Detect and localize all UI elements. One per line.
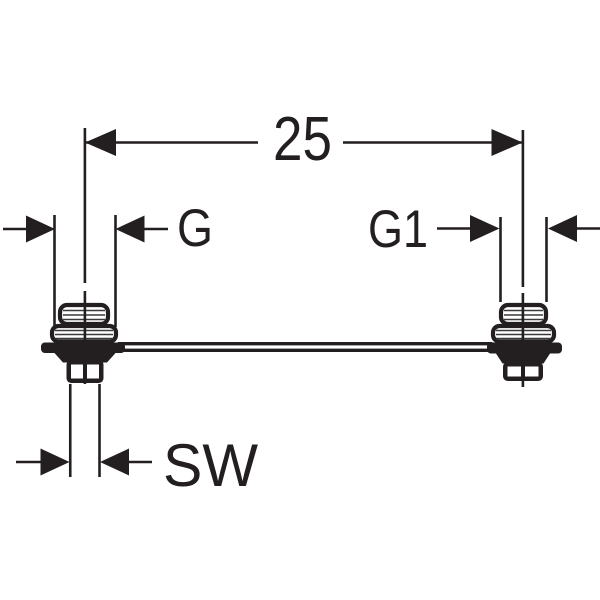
arrow-right-icon: [491, 129, 523, 156]
arrow-right-icon: [470, 215, 500, 242]
right-fitting: [487, 302, 562, 381]
right-flange: [487, 342, 562, 354]
left-flange: [41, 342, 125, 353]
dim-g1-label: G1: [368, 200, 428, 259]
arrow-left-icon: [548, 215, 577, 242]
dimension-thread-g1: G1: [368, 200, 600, 302]
arrow-right-icon: [26, 215, 55, 243]
dimension-wrench-size: SW: [16, 384, 258, 499]
connecting-bar: [117, 342, 493, 353]
dim-25-label: 25: [273, 105, 332, 174]
dimension-center-distance: 25: [85, 105, 523, 174]
center-lines: [83, 128, 525, 387]
arrow-left-icon: [100, 448, 129, 476]
arrow-left-icon: [85, 129, 116, 156]
arrow-left-icon: [115, 215, 145, 243]
dim-sw-label: SW: [163, 432, 258, 499]
dim-g-label: G: [177, 199, 213, 258]
dimension-thread-g: G: [3, 199, 213, 327]
arrow-right-icon: [40, 448, 70, 476]
